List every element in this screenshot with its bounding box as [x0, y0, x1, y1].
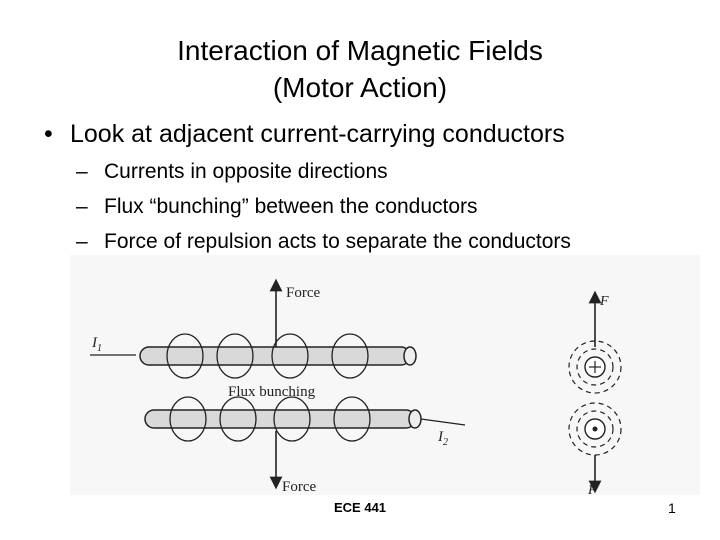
bullet-dot: •	[44, 120, 53, 148]
slide-title: Interaction of Magnetic Fields (Motor Ac…	[0, 32, 720, 106]
main-bullet-text: Look at adjacent current-carrying conduc…	[70, 120, 565, 148]
footer-course: ECE 441	[334, 500, 387, 515]
sub-bullet-dash: –	[76, 195, 88, 218]
force-top-label: Force	[286, 285, 320, 301]
cross-section-top	[568, 340, 622, 394]
force-bottom-label: Force	[282, 479, 316, 495]
sub-bullet-text-2: Flux “bunching” between the conductors	[104, 195, 478, 218]
sub-bullet-dash: –	[76, 230, 88, 253]
current-2-lead	[420, 418, 466, 426]
sub-bullet-dash: –	[76, 160, 88, 183]
page-number: 1	[668, 500, 676, 516]
f-bottom-label: F	[587, 483, 597, 495]
title-line-1: Interaction of Magnetic Fields	[177, 35, 543, 66]
main-bullet: • Look at adjacent current-carrying condu…	[44, 120, 565, 149]
f-top-label: F	[599, 294, 609, 309]
sub-bullet-text-1: Currents in opposite directions	[104, 160, 388, 183]
sub-bullet-text-3: Force of repulsion acts to separate the …	[104, 230, 571, 253]
conductors-figure: Force I1 Flux bunching I2 Force F	[70, 255, 700, 495]
title-line-2: (Motor Action)	[272, 72, 448, 103]
current-1-label: I1	[91, 335, 102, 354]
figure-background	[70, 255, 700, 495]
conductor-2	[144, 409, 422, 429]
flux-loops-2	[169, 396, 371, 442]
sub-bullet-1: –Currents in opposite directions	[76, 160, 388, 184]
current-2-label: I2	[437, 429, 448, 448]
sub-bullet-2: –Flux “bunching” between the conductors	[76, 195, 478, 219]
flux-loops-1	[166, 333, 369, 379]
flux-bunching-label: Flux bunching	[228, 384, 316, 400]
sub-bullet-3: –Force of repulsion acts to separate the…	[76, 230, 571, 254]
conductor-1	[139, 346, 417, 366]
